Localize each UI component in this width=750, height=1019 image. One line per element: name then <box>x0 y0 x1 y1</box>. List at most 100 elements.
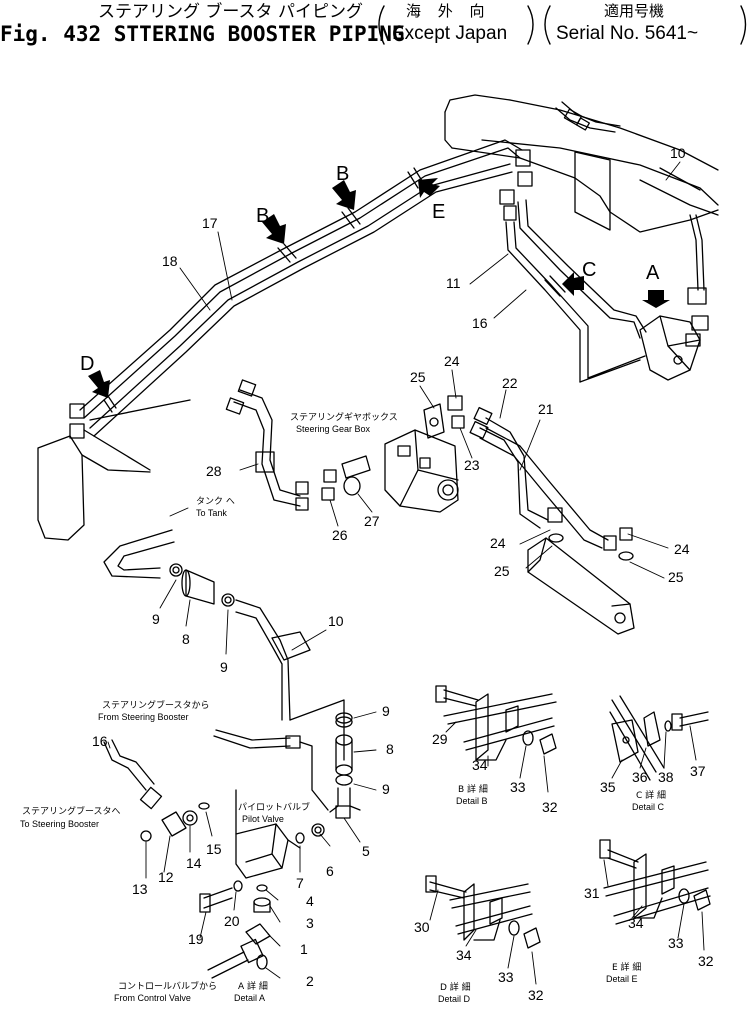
callout-18: 18 <box>162 253 178 269</box>
detail-e-jp: E 詳 細 <box>612 963 642 973</box>
detail-e-label: Detail E <box>606 974 638 984</box>
callout-14: 14 <box>186 855 202 871</box>
detail-c-art <box>609 695 709 781</box>
callout-20: 20 <box>224 913 240 929</box>
callout-33a: 33 <box>510 779 526 795</box>
callout-9c: 9 <box>382 703 390 719</box>
callout-32a: 32 <box>542 799 558 815</box>
serial-number: Serial No. 5641~ <box>556 23 699 44</box>
callout-24b: 24 <box>490 535 506 551</box>
callout-3: 3 <box>306 915 314 931</box>
from-control-label: From Control Valve <box>114 993 191 1003</box>
callout-38: 38 <box>658 769 674 785</box>
detail-b-art <box>435 685 557 761</box>
callout-11: 11 <box>446 275 461 291</box>
callout-28: 28 <box>206 463 222 479</box>
callout-17: 17 <box>202 215 218 231</box>
callout-25a: 25 <box>410 369 426 385</box>
callout-16a: 16 <box>472 315 488 331</box>
callout-15: 15 <box>206 841 222 857</box>
callout-35: 35 <box>600 779 616 795</box>
header-brackets <box>378 5 747 45</box>
callout-33c: 33 <box>668 935 684 951</box>
callout-8b: 8 <box>386 741 394 757</box>
callout-4: 4 <box>306 893 314 909</box>
steering-gear-box-label: Steering Gear Box <box>296 424 371 434</box>
from-booster-jp: ステアリングブースタから <box>102 701 210 711</box>
booster-cylinder <box>527 533 635 635</box>
figure-title: Fig. 432 STTERING BOOSTER PIPING <box>0 22 405 46</box>
callout-7: 7 <box>296 875 304 891</box>
detail-a-label: Detail A <box>234 993 266 1003</box>
machine-frame <box>444 94 719 291</box>
to-booster-label: To Steering Booster <box>20 819 100 829</box>
callout-10a: 10 <box>670 145 686 161</box>
from-booster-label: From Steering Booster <box>98 712 189 722</box>
callout-34c: 34 <box>628 915 644 931</box>
callout-12: 12 <box>158 869 174 885</box>
view-arrows <box>88 178 670 398</box>
steering-gear-box <box>321 395 465 513</box>
pipe-11-16 <box>505 199 647 383</box>
region-label: Except Japan <box>392 23 508 44</box>
steering-gear-box-jp: ステアリングギヤボックス <box>290 413 398 423</box>
to-booster-jp: ステアリングブースタへ <box>22 807 121 817</box>
callout-32c: 32 <box>698 953 714 969</box>
callout-8a: 8 <box>182 631 190 647</box>
pilot-valve <box>140 789 305 979</box>
callout-6: 6 <box>326 863 334 879</box>
arrow-b1-icon <box>262 214 286 244</box>
callout-32b: 32 <box>528 987 544 1003</box>
from-booster-hose <box>213 729 329 811</box>
pipe-17-18 <box>69 139 533 439</box>
hose-21-22 <box>469 406 633 551</box>
callout-25b: 25 <box>494 563 510 579</box>
callout-2: 2 <box>306 973 314 989</box>
callout-37: 37 <box>690 763 706 779</box>
arrow-c-icon <box>562 272 584 296</box>
callout-31: 31 <box>584 885 600 901</box>
valve-a <box>639 287 709 381</box>
callout-34a: 34 <box>472 757 488 773</box>
callout-36: 36 <box>632 769 648 785</box>
detail-b-label: Detail B <box>456 796 488 806</box>
detail-b-jp: B 詳 細 <box>458 785 488 795</box>
callout-29: 29 <box>432 731 448 747</box>
callout-9d: 9 <box>382 781 390 797</box>
callout-27: 27 <box>364 513 380 529</box>
detail-d-art <box>425 875 541 949</box>
serial-japanese: 適用号機 <box>604 2 665 20</box>
callout-13: 13 <box>132 881 148 897</box>
callout-9b: 9 <box>220 659 228 675</box>
callout-24c: 24 <box>674 541 690 557</box>
callout-5: 5 <box>362 843 370 859</box>
callout-25c: 25 <box>668 569 684 585</box>
chassis-plate <box>37 399 191 541</box>
view-letter-d: D <box>80 353 95 375</box>
callout-33b: 33 <box>498 969 514 985</box>
to-tank-jp: タンク へ <box>196 497 235 507</box>
callout-16b: 16 <box>92 733 108 749</box>
arrow-e-icon <box>418 178 440 198</box>
hose-28 <box>225 379 309 511</box>
leader-lines <box>107 161 705 985</box>
view-letter-a: A <box>646 262 660 284</box>
callout-34b: 34 <box>456 947 472 963</box>
view-letter-b-right: B <box>336 163 350 185</box>
callout-19: 19 <box>188 931 204 947</box>
detail-d-jp: D 詳 細 <box>440 983 471 993</box>
region-japanese: 海 外 向 <box>406 2 491 20</box>
callout-21: 21 <box>538 401 554 417</box>
callout-24a: 24 <box>444 353 460 369</box>
to-tank-label: To Tank <box>196 508 227 518</box>
tank-line-parts <box>311 712 361 837</box>
pilot-valve-label: Pilot Valve <box>242 814 284 824</box>
callout-22: 22 <box>502 375 518 391</box>
callout-30: 30 <box>414 919 430 935</box>
from-control-jp: コントロールバルブから <box>118 982 218 992</box>
detail-c-jp: C 詳 細 <box>636 791 667 801</box>
arrow-a-icon <box>642 290 670 308</box>
callout-26: 26 <box>332 527 348 543</box>
